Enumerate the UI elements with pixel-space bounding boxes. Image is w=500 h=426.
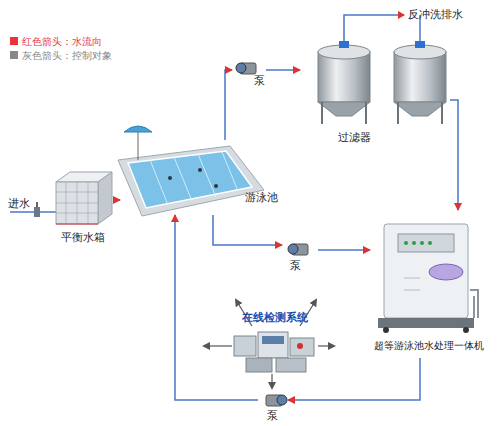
legend-swatch xyxy=(10,51,18,59)
water-pipe xyxy=(318,249,370,251)
component-node: 泵 xyxy=(282,238,318,274)
water-pipe xyxy=(213,215,282,245)
filter-tank xyxy=(394,41,446,124)
control-arrow xyxy=(204,300,334,388)
component-label: 泵 xyxy=(290,260,301,272)
component-label: 过滤器 xyxy=(338,132,371,144)
component-node: 泵 xyxy=(258,392,288,424)
legend-text: 灰色箭头：控制对象 xyxy=(22,50,112,61)
pump-symbol xyxy=(236,63,256,74)
component-node: 过滤器 xyxy=(300,20,450,148)
component-label: 泵 xyxy=(254,75,265,87)
component-node: 超等游泳池水处理一体机 xyxy=(370,210,488,358)
monitoring-equipment xyxy=(234,332,314,372)
balance-tank xyxy=(56,172,112,224)
component-label: 在线检测系统 xyxy=(242,312,308,324)
water-pipe xyxy=(266,69,300,71)
component-label: 游泳池 xyxy=(245,192,278,204)
component-label: 平衡水箱 xyxy=(61,232,105,244)
water-pipe xyxy=(450,100,458,210)
component-node: 泵 xyxy=(232,58,266,88)
water-pipe xyxy=(225,70,232,140)
legend-text: 红色箭头：水流向 xyxy=(22,36,102,47)
pipe-label: 反冲洗排水 xyxy=(408,9,463,21)
treatment-machine xyxy=(378,224,478,333)
component-label: 超等游泳池水处理一体机 xyxy=(374,340,484,352)
component-node: 平衡水箱 xyxy=(50,168,116,248)
water-pipe xyxy=(175,215,258,400)
filter-tank xyxy=(318,41,370,124)
swimming-pool xyxy=(118,126,264,216)
pump-symbol xyxy=(266,395,287,406)
water-pipe xyxy=(116,199,120,201)
legend-swatch xyxy=(10,37,18,45)
pipe-label: 进水 xyxy=(8,198,30,210)
water-pipe xyxy=(288,358,420,400)
component-node: 在线检测系统 xyxy=(222,310,328,380)
pump-symbol xyxy=(288,244,308,255)
component-node: 游泳池 xyxy=(120,140,280,215)
component-label: 泵 xyxy=(267,410,278,422)
